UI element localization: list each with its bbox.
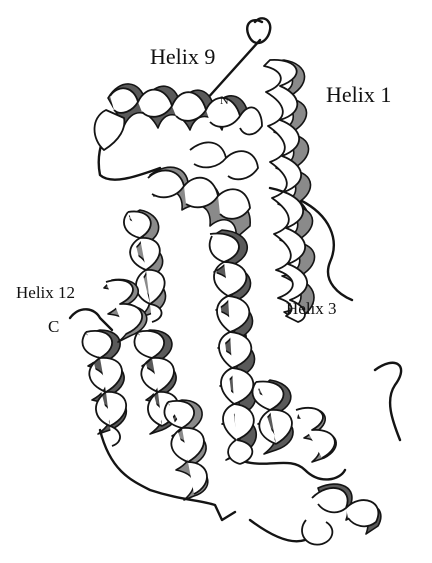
helix-12-label: Helix 12 bbox=[16, 283, 75, 302]
helix-3-ribbon bbox=[210, 230, 257, 464]
helix-1-ribbon bbox=[264, 60, 315, 322]
helix-1-label: Helix 1 bbox=[326, 82, 391, 107]
helix-3-label: Helix 3 bbox=[286, 299, 337, 318]
bottom-right-helix bbox=[302, 484, 381, 545]
n-terminus-label: N bbox=[220, 93, 229, 107]
c-terminus-label: C bbox=[48, 317, 59, 336]
helix-9-ribbon bbox=[95, 84, 263, 150]
helix-9-label: Helix 9 bbox=[150, 44, 215, 69]
central-helix-upper bbox=[148, 142, 258, 238]
